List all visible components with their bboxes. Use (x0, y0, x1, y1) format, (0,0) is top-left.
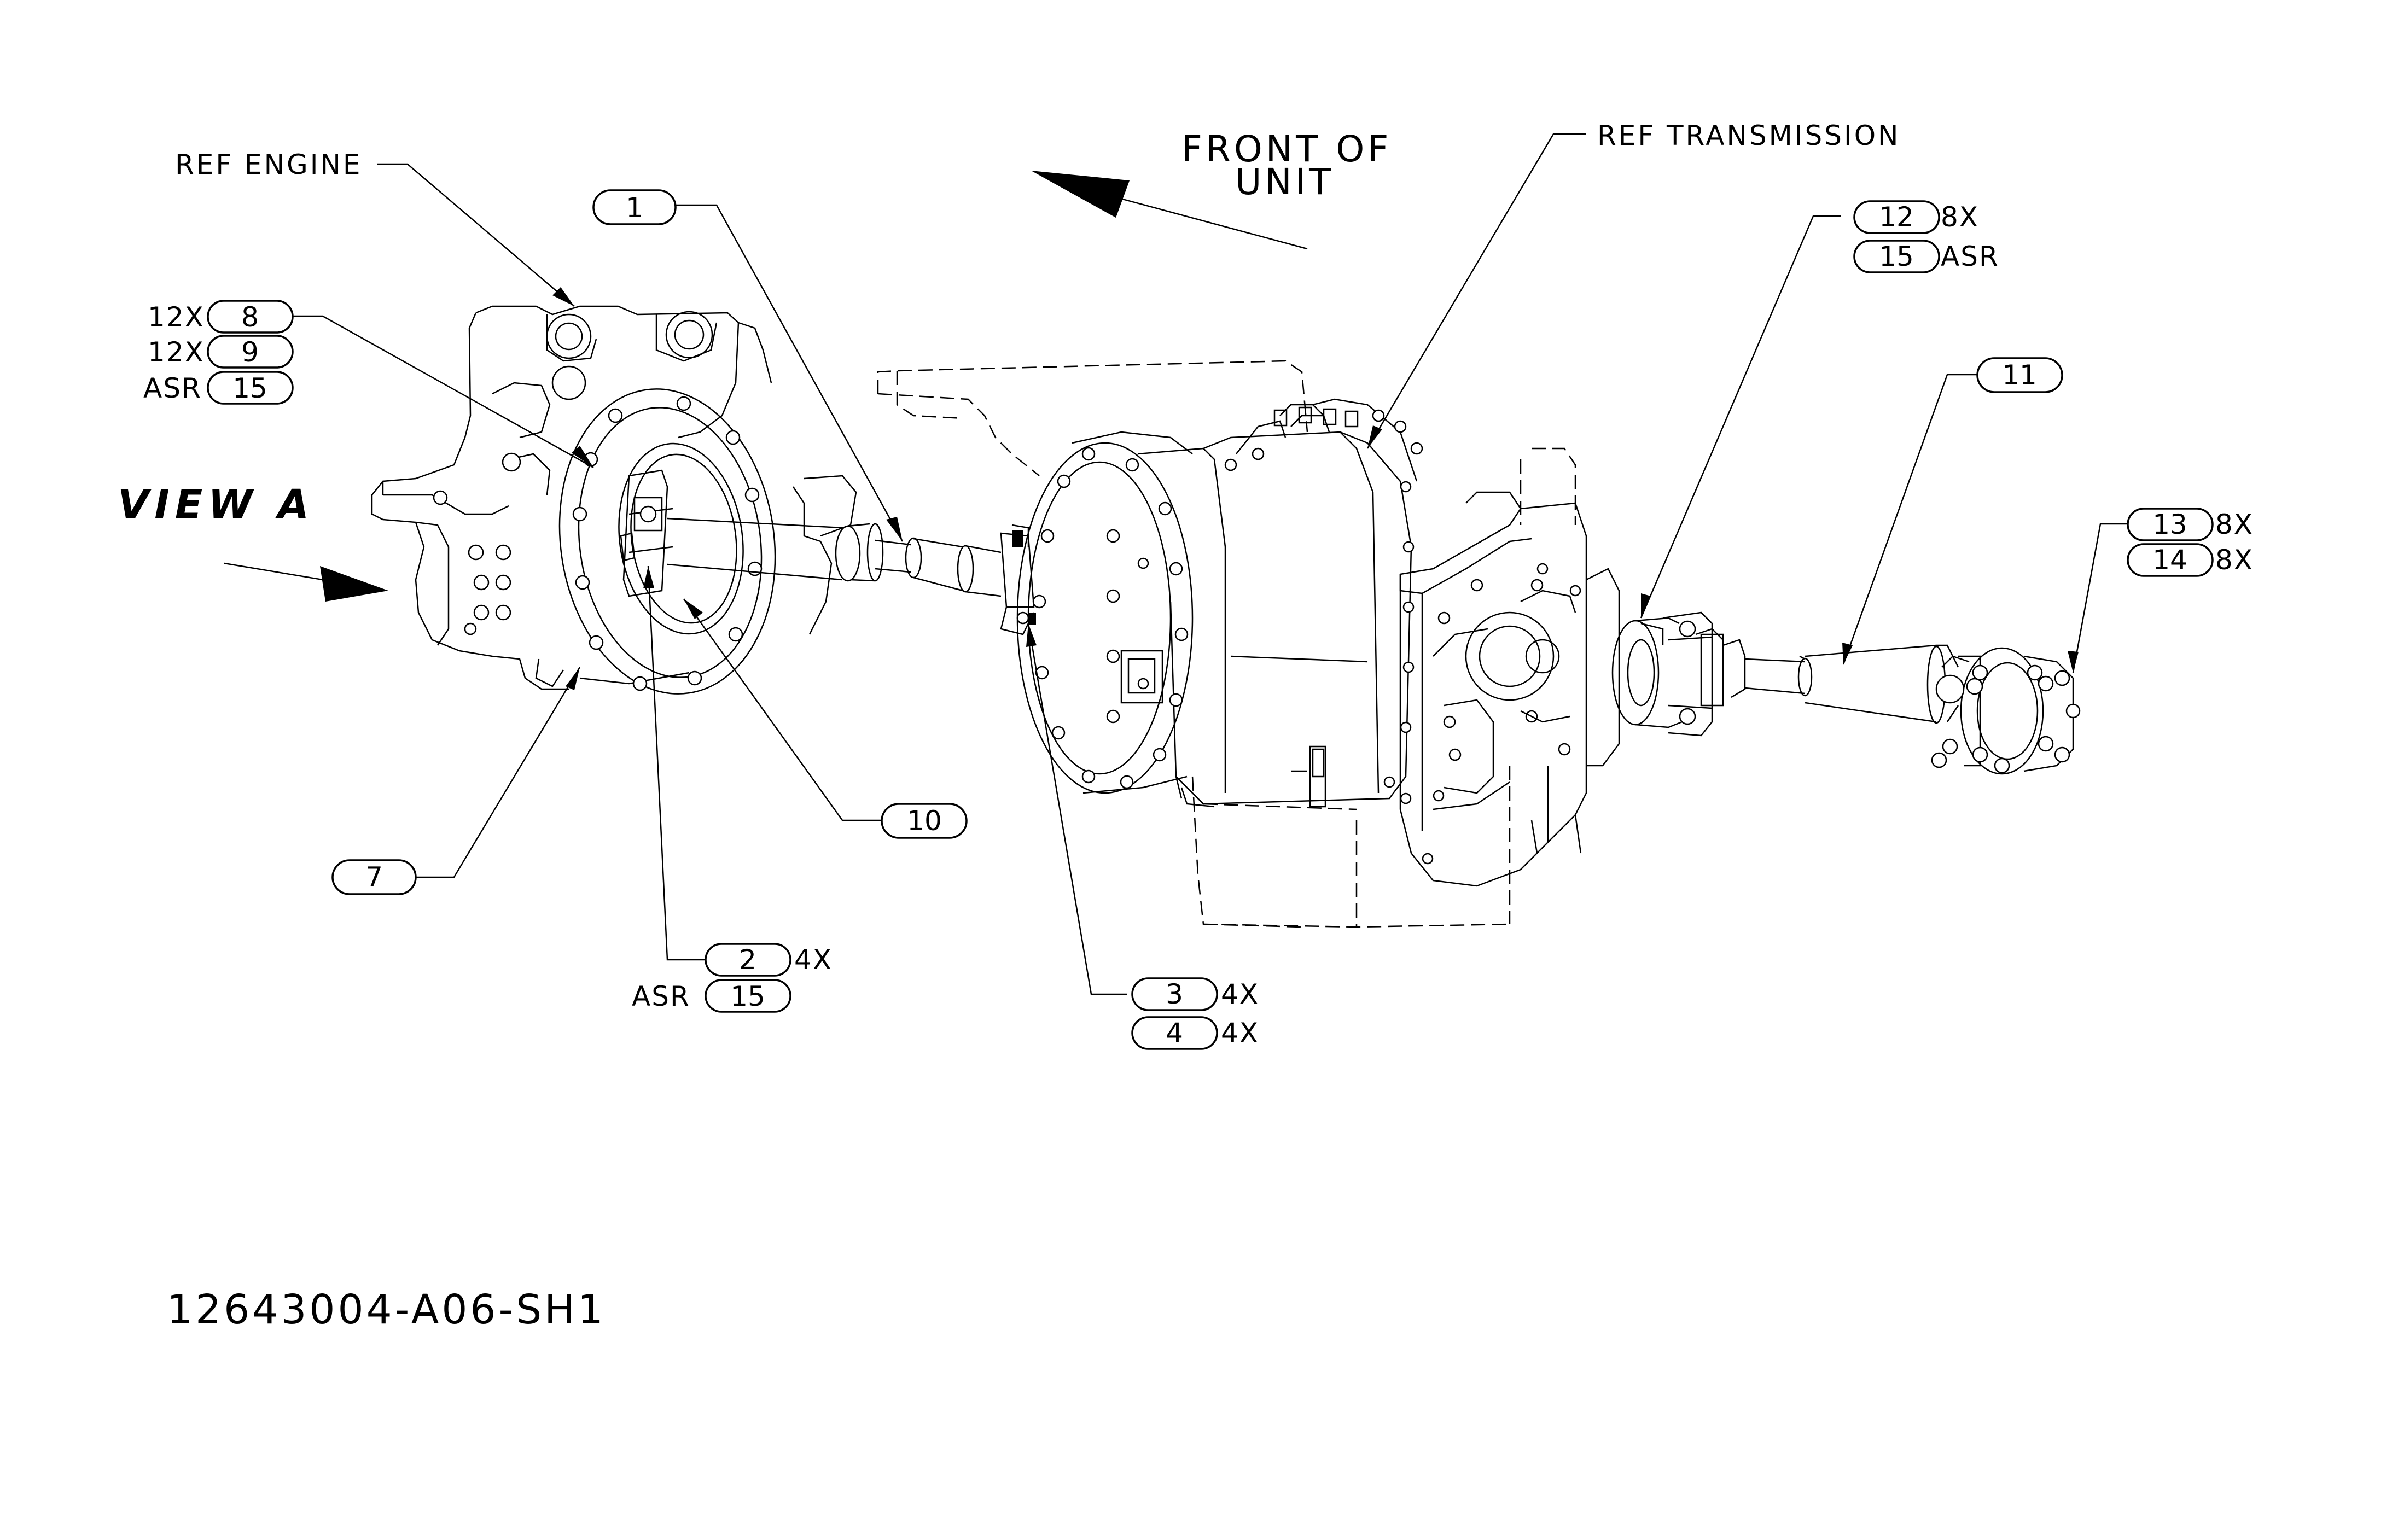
driveshaft-front (667, 517, 1036, 635)
callout-15-engine: ASR 15 (143, 371, 294, 405)
callout-10: 10 (881, 803, 968, 839)
callout-1: 1 (592, 189, 677, 225)
reference-labels: REF ENGINE REF TRANSMISSION FRONT OF UNI… (118, 120, 1900, 1333)
engine-housing (371, 305, 857, 690)
ref-engine-label: REF ENGINE (175, 149, 362, 180)
callout-bubbles: 1 12X 8 12X 9 ASR 15 12 8X 15 (143, 189, 2254, 1050)
callout-4: 4 4X (1131, 1016, 1259, 1050)
callout-13: 13 8X (2127, 508, 2254, 541)
drawing-number: 12643004-A06-SH1 (167, 1286, 606, 1333)
svg-text:7: 7 (365, 861, 383, 893)
transmission-housing (877, 360, 1576, 928)
svg-text:12: 12 (1879, 201, 1914, 233)
svg-text:4X: 4X (794, 944, 833, 976)
svg-text:1: 1 (626, 192, 643, 224)
svg-text:12X: 12X (148, 336, 205, 368)
svg-text:8X: 8X (1941, 201, 1979, 233)
svg-text:8: 8 (241, 301, 259, 333)
svg-text:12X: 12X (148, 301, 205, 333)
svg-text:4X: 4X (1221, 1017, 1259, 1049)
svg-text:11: 11 (2002, 359, 2037, 391)
svg-text:9: 9 (241, 336, 259, 368)
svg-text:15: 15 (232, 372, 267, 404)
ref-transmission-label: REF TRANSMISSION (1597, 120, 1900, 151)
callout-8: 12X 8 (148, 300, 294, 334)
callout-3: 3 4X (1131, 977, 1259, 1011)
callout-15-adapter: ASR 15 (632, 979, 791, 1013)
callout-15-transmission: 15 ASR (1853, 240, 1999, 273)
svg-text:8X: 8X (2215, 544, 2254, 576)
svg-text:8X: 8X (2215, 509, 2254, 540)
svg-text:ASR: ASR (632, 981, 690, 1012)
callout-7: 7 (331, 859, 417, 895)
svg-text:ASR: ASR (1941, 241, 1999, 272)
callout-9: 12X 9 (148, 335, 294, 369)
svg-text:4X: 4X (1221, 978, 1259, 1010)
leader-lines (224, 133, 2128, 995)
transfer-case (1399, 491, 1620, 887)
adapter-plate (558, 388, 776, 695)
svg-text:4: 4 (1166, 1017, 1183, 1049)
svg-text:13: 13 (2152, 509, 2187, 540)
callout-12: 12 8X (1853, 200, 1979, 234)
front-of-unit-line2: UNIT (1235, 161, 1334, 203)
svg-text:15: 15 (1879, 241, 1914, 272)
svg-text:14: 14 (2152, 544, 2187, 576)
front-of-unit-line1: FRONT OF (1181, 128, 1392, 170)
svg-text:2: 2 (739, 944, 756, 976)
svg-text:ASR: ASR (143, 372, 202, 404)
svg-text:3: 3 (1166, 978, 1183, 1010)
svg-text:15: 15 (730, 981, 765, 1012)
callout-2: 2 4X (705, 943, 833, 977)
callout-14: 14 8X (2127, 543, 2254, 577)
view-a-label: VIEW A (118, 481, 315, 528)
callout-11: 11 (1976, 357, 2063, 393)
driveshaft-rear (1611, 611, 2081, 775)
svg-text:10: 10 (907, 805, 942, 837)
